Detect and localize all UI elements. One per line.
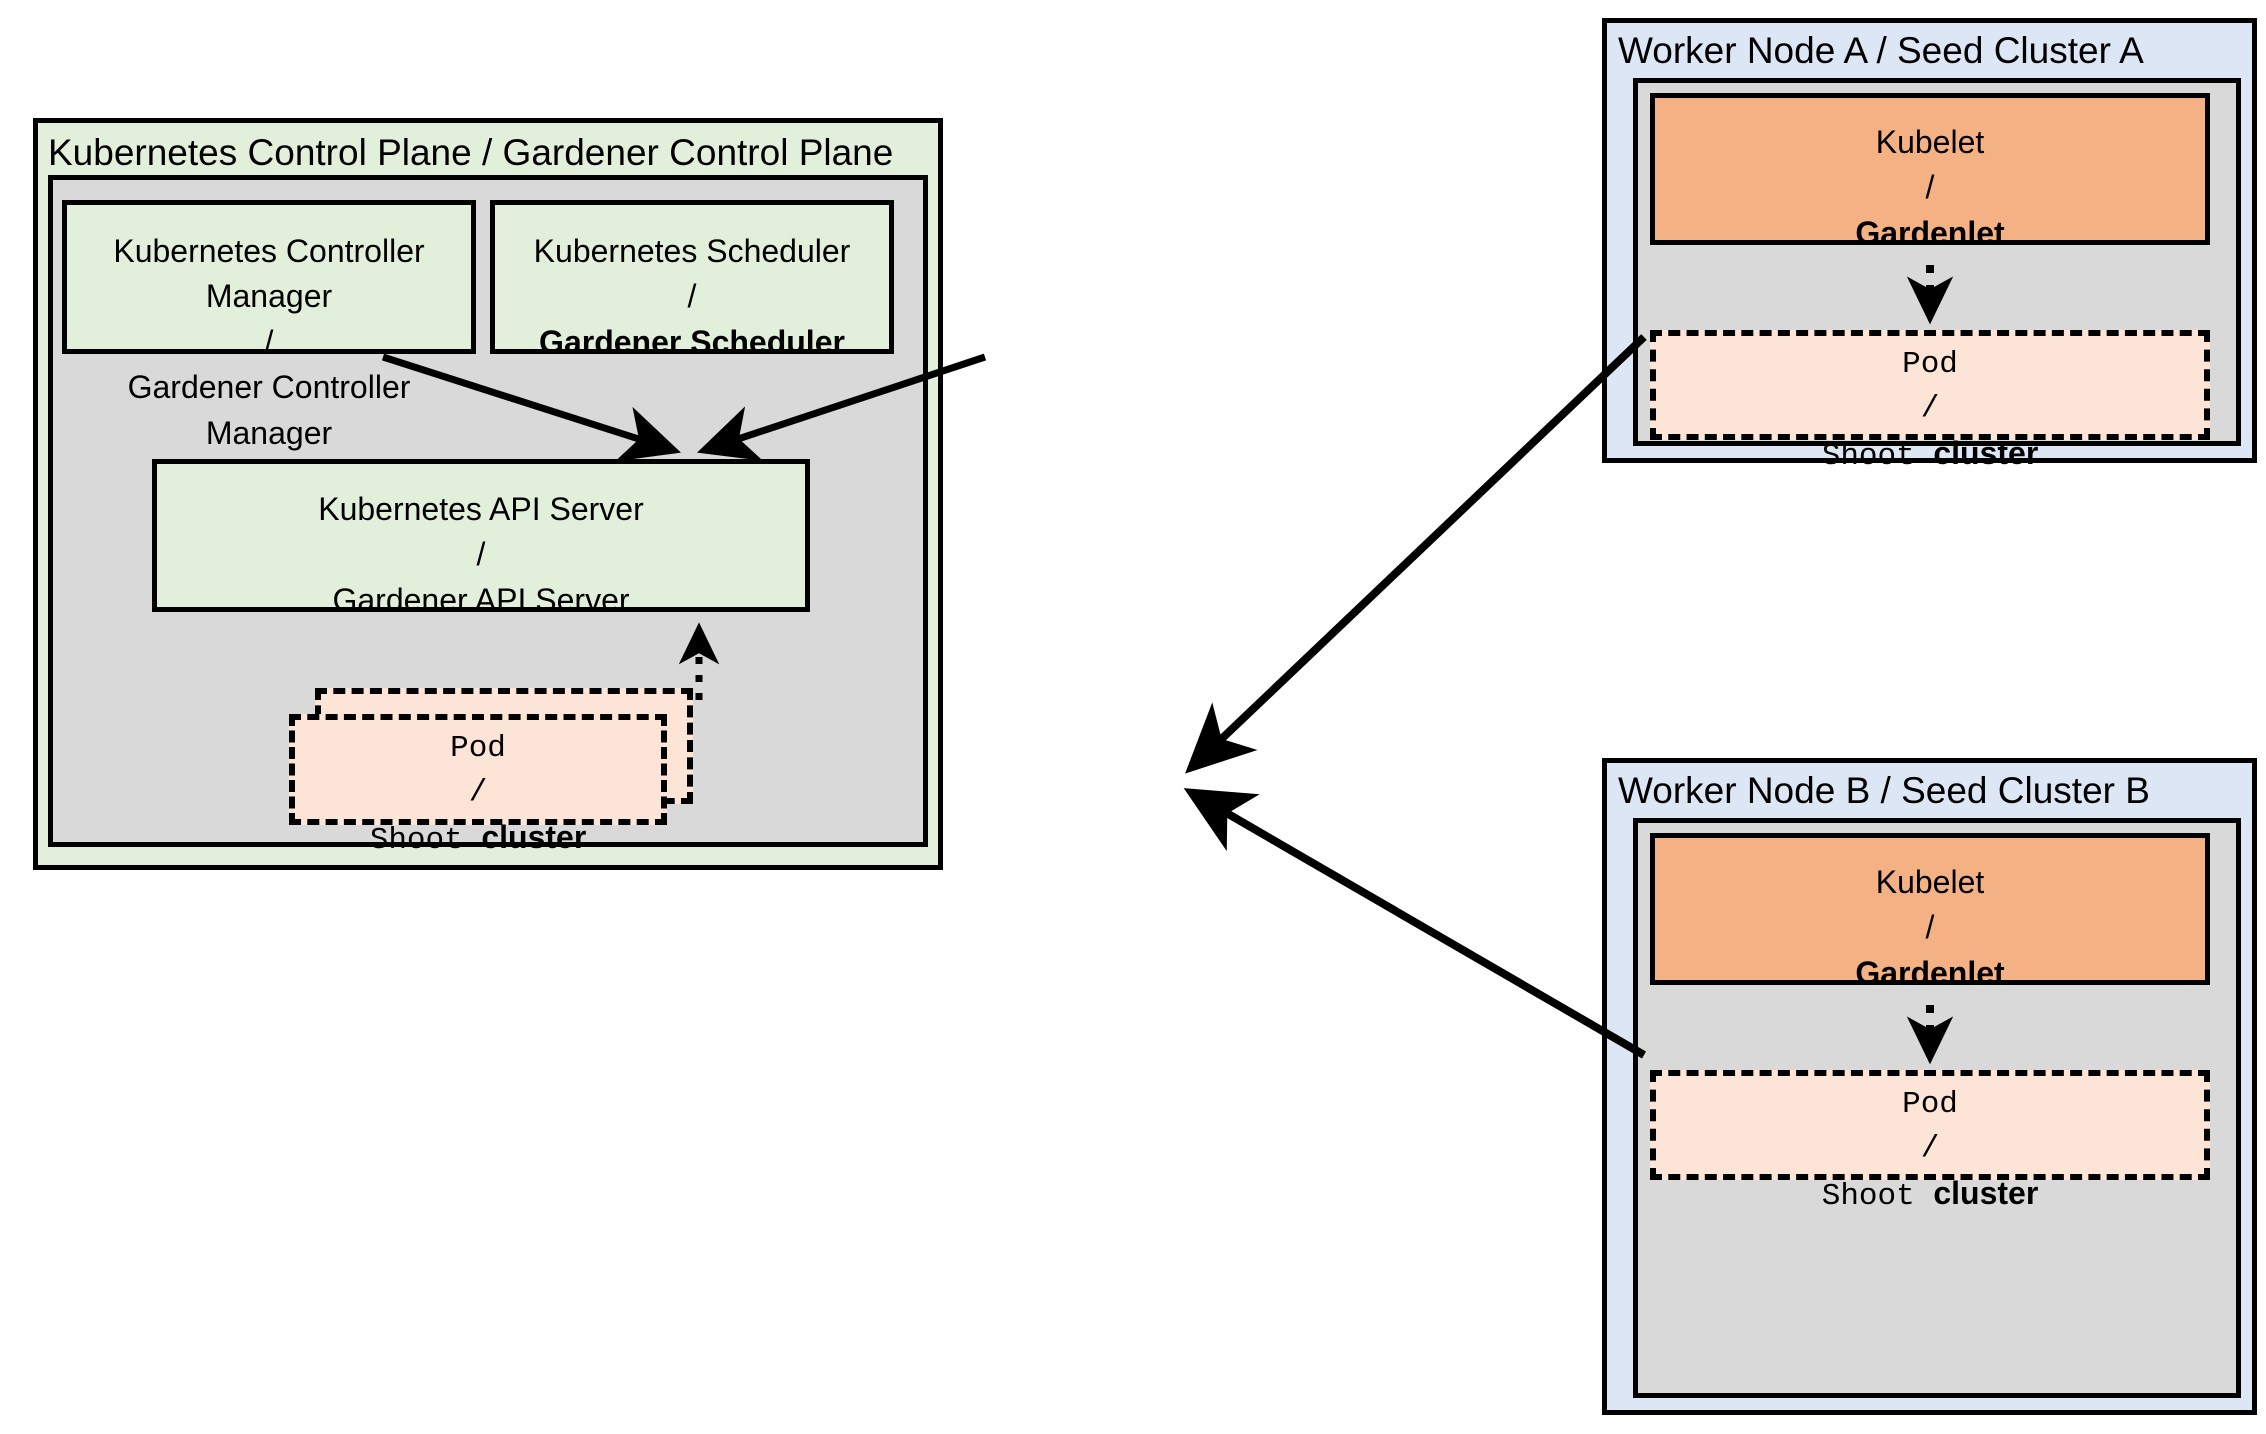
worker-node-a-kubelet-box[interactable]: Kubelet / Gardenlet <box>1650 93 2210 251</box>
worker-node-a-kubelet-separator: / <box>1925 169 1935 206</box>
worker-node-a-pod-box[interactable]: Pod / Shoot cluster <box>1650 330 2210 474</box>
api-server-line-1: Kubernetes API Server <box>318 491 644 527</box>
api-server-label: Kubernetes API Server / Gardener API Ser… <box>157 487 805 623</box>
kubernetes-api-server-box[interactable]: Kubernetes API Server / Gardener API Ser… <box>152 459 810 618</box>
scheduler-label: Kubernetes Scheduler / Gardener Schedule… <box>495 229 889 365</box>
worker-node-a-pod-separator: / <box>1920 391 1940 427</box>
controller-manager-line-1: Kubernetes Controller Manager <box>113 233 425 315</box>
scheduler-line-1: Kubernetes Scheduler <box>533 233 851 269</box>
arrow-gardenlet-a-to-api-server <box>1185 334 1647 774</box>
control-plane-title: Kubernetes Control Plane / Gardener Cont… <box>48 132 894 173</box>
worker-node-a-title: Worker Node A / Seed Cluster A <box>1618 30 2144 71</box>
worker-node-b-kubelet-line-1: Kubelet <box>1875 864 1985 900</box>
scheduler-separator: / <box>687 278 697 315</box>
worker-node-a-pod-line-1: Pod <box>1902 347 1958 382</box>
control-plane-pod-box[interactable]: Pod / Shoot cluster <box>289 714 667 858</box>
worker-node-b-pod-box[interactable]: Pod / Shoot cluster <box>1650 1070 2210 1214</box>
worker-node-b-kubelet-label: Kubelet / Gardenlet <box>1655 860 2205 996</box>
worker-node-b-title: Worker Node B / Seed Cluster B <box>1618 770 2150 811</box>
control-plane-pod-line-1: Pod <box>450 731 506 766</box>
worker-node-b-kubelet-box[interactable]: Kubelet / Gardenlet <box>1650 833 2210 991</box>
kubernetes-scheduler-box[interactable]: Kubernetes Scheduler / Gardener Schedule… <box>490 200 894 360</box>
worker-node-a-kubelet-line-1: Kubelet <box>1875 124 1985 160</box>
kubernetes-controller-manager-box[interactable]: Kubernetes Controller Manager / Gardener… <box>62 200 476 451</box>
control-plane-pod-separator: / <box>468 775 488 811</box>
worker-node-b-pod-separator: / <box>1920 1131 1940 1167</box>
worker-node-b-pod-line-1: Pod <box>1902 1087 1958 1122</box>
api-server-separator: / <box>476 536 486 573</box>
worker-node-a-kubelet-label: Kubelet / Gardenlet <box>1655 120 2205 256</box>
worker-node-b-kubelet-separator: / <box>1925 909 1935 946</box>
arrow-gardenlet-b-to-api-server <box>1183 788 1647 1059</box>
